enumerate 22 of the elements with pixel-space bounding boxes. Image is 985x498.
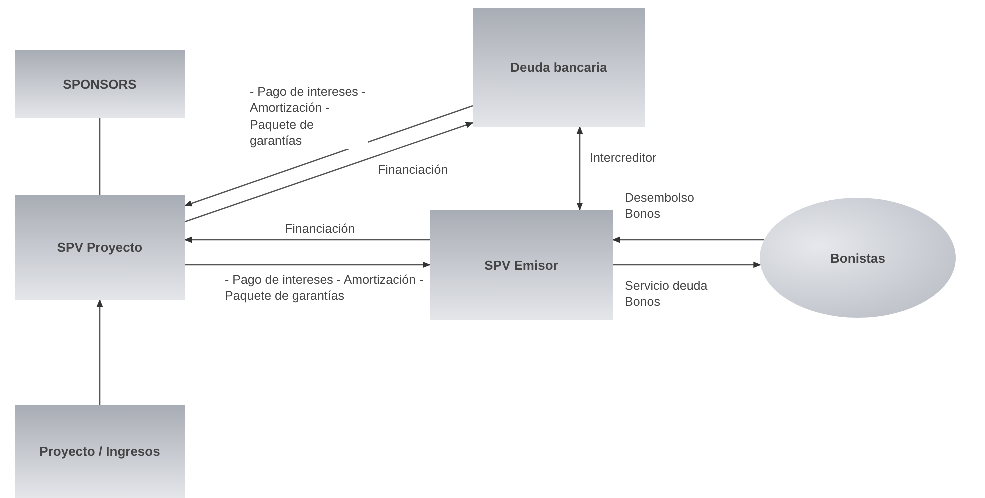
arrow <box>184 105 474 207</box>
arrow <box>185 262 431 268</box>
node-label: SPV Emisor <box>484 258 560 272</box>
node-label: SPV Proyecto <box>56 240 144 255</box>
node-label: SPONSORS <box>62 76 138 92</box>
process-box <box>430 210 613 320</box>
process-box <box>473 8 645 127</box>
node-label: Proyecto / Ingresos <box>38 444 162 459</box>
arrow <box>96 299 104 405</box>
arrow <box>184 122 474 223</box>
edge-label: - Pago de intereses - Amortización - Paquete de garantías <box>225 272 425 304</box>
node-label: Deuda bancaria <box>510 60 608 75</box>
process-box <box>15 405 185 498</box>
arrow <box>612 236 765 244</box>
connector-line <box>99 118 101 195</box>
arrow <box>576 126 584 211</box>
process-box <box>15 50 185 118</box>
process-box <box>15 195 185 300</box>
edge-label: - Pago de intereses - Amortización - Paquete de garantías <box>250 84 368 149</box>
arrow <box>613 262 762 268</box>
node-label: Bonistas <box>830 250 886 266</box>
arrow <box>184 236 430 244</box>
